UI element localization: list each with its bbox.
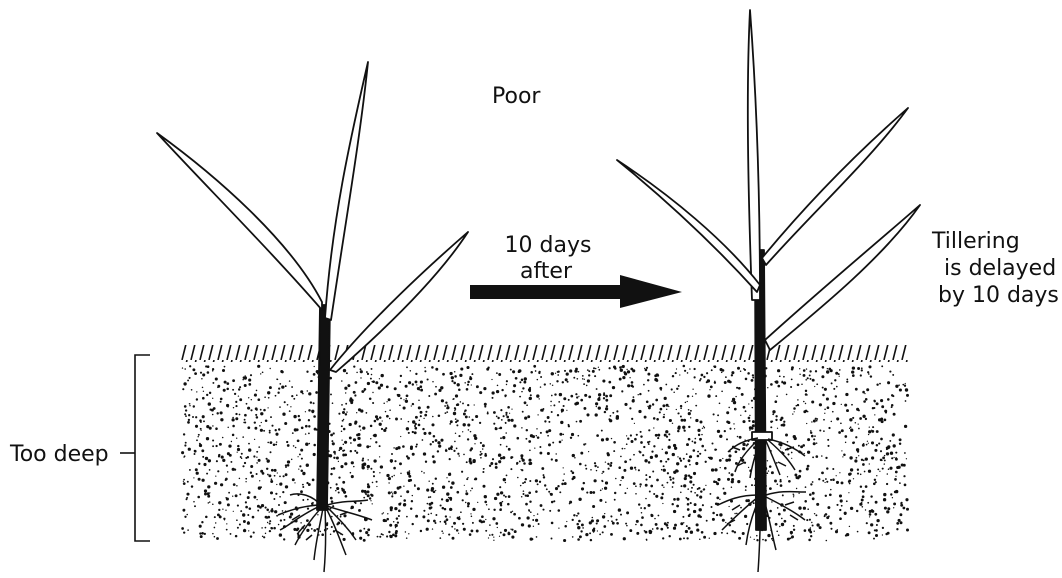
result-label-line3: by 10 days: [938, 283, 1059, 308]
depth-label: Too deep: [9, 442, 109, 467]
diagram-title: Poor: [492, 84, 541, 109]
right-leaf-left: [617, 160, 760, 292]
left-stem: [317, 305, 330, 510]
depth-bracket: [120, 355, 150, 541]
arrow-label-line2: after: [520, 259, 573, 284]
left-leaf-tall: [325, 62, 368, 320]
arrow-label-line1: 10 days: [505, 233, 592, 258]
left-leaf-left: [157, 133, 322, 310]
soil-surface-hatching: [180, 345, 910, 362]
result-label-line2: is delayed: [944, 256, 1056, 281]
time-arrow: [470, 275, 682, 308]
result-label-line1: Tillering: [931, 229, 1020, 254]
soil-bed: [180, 345, 912, 553]
right-leaf-tall: [748, 10, 760, 300]
